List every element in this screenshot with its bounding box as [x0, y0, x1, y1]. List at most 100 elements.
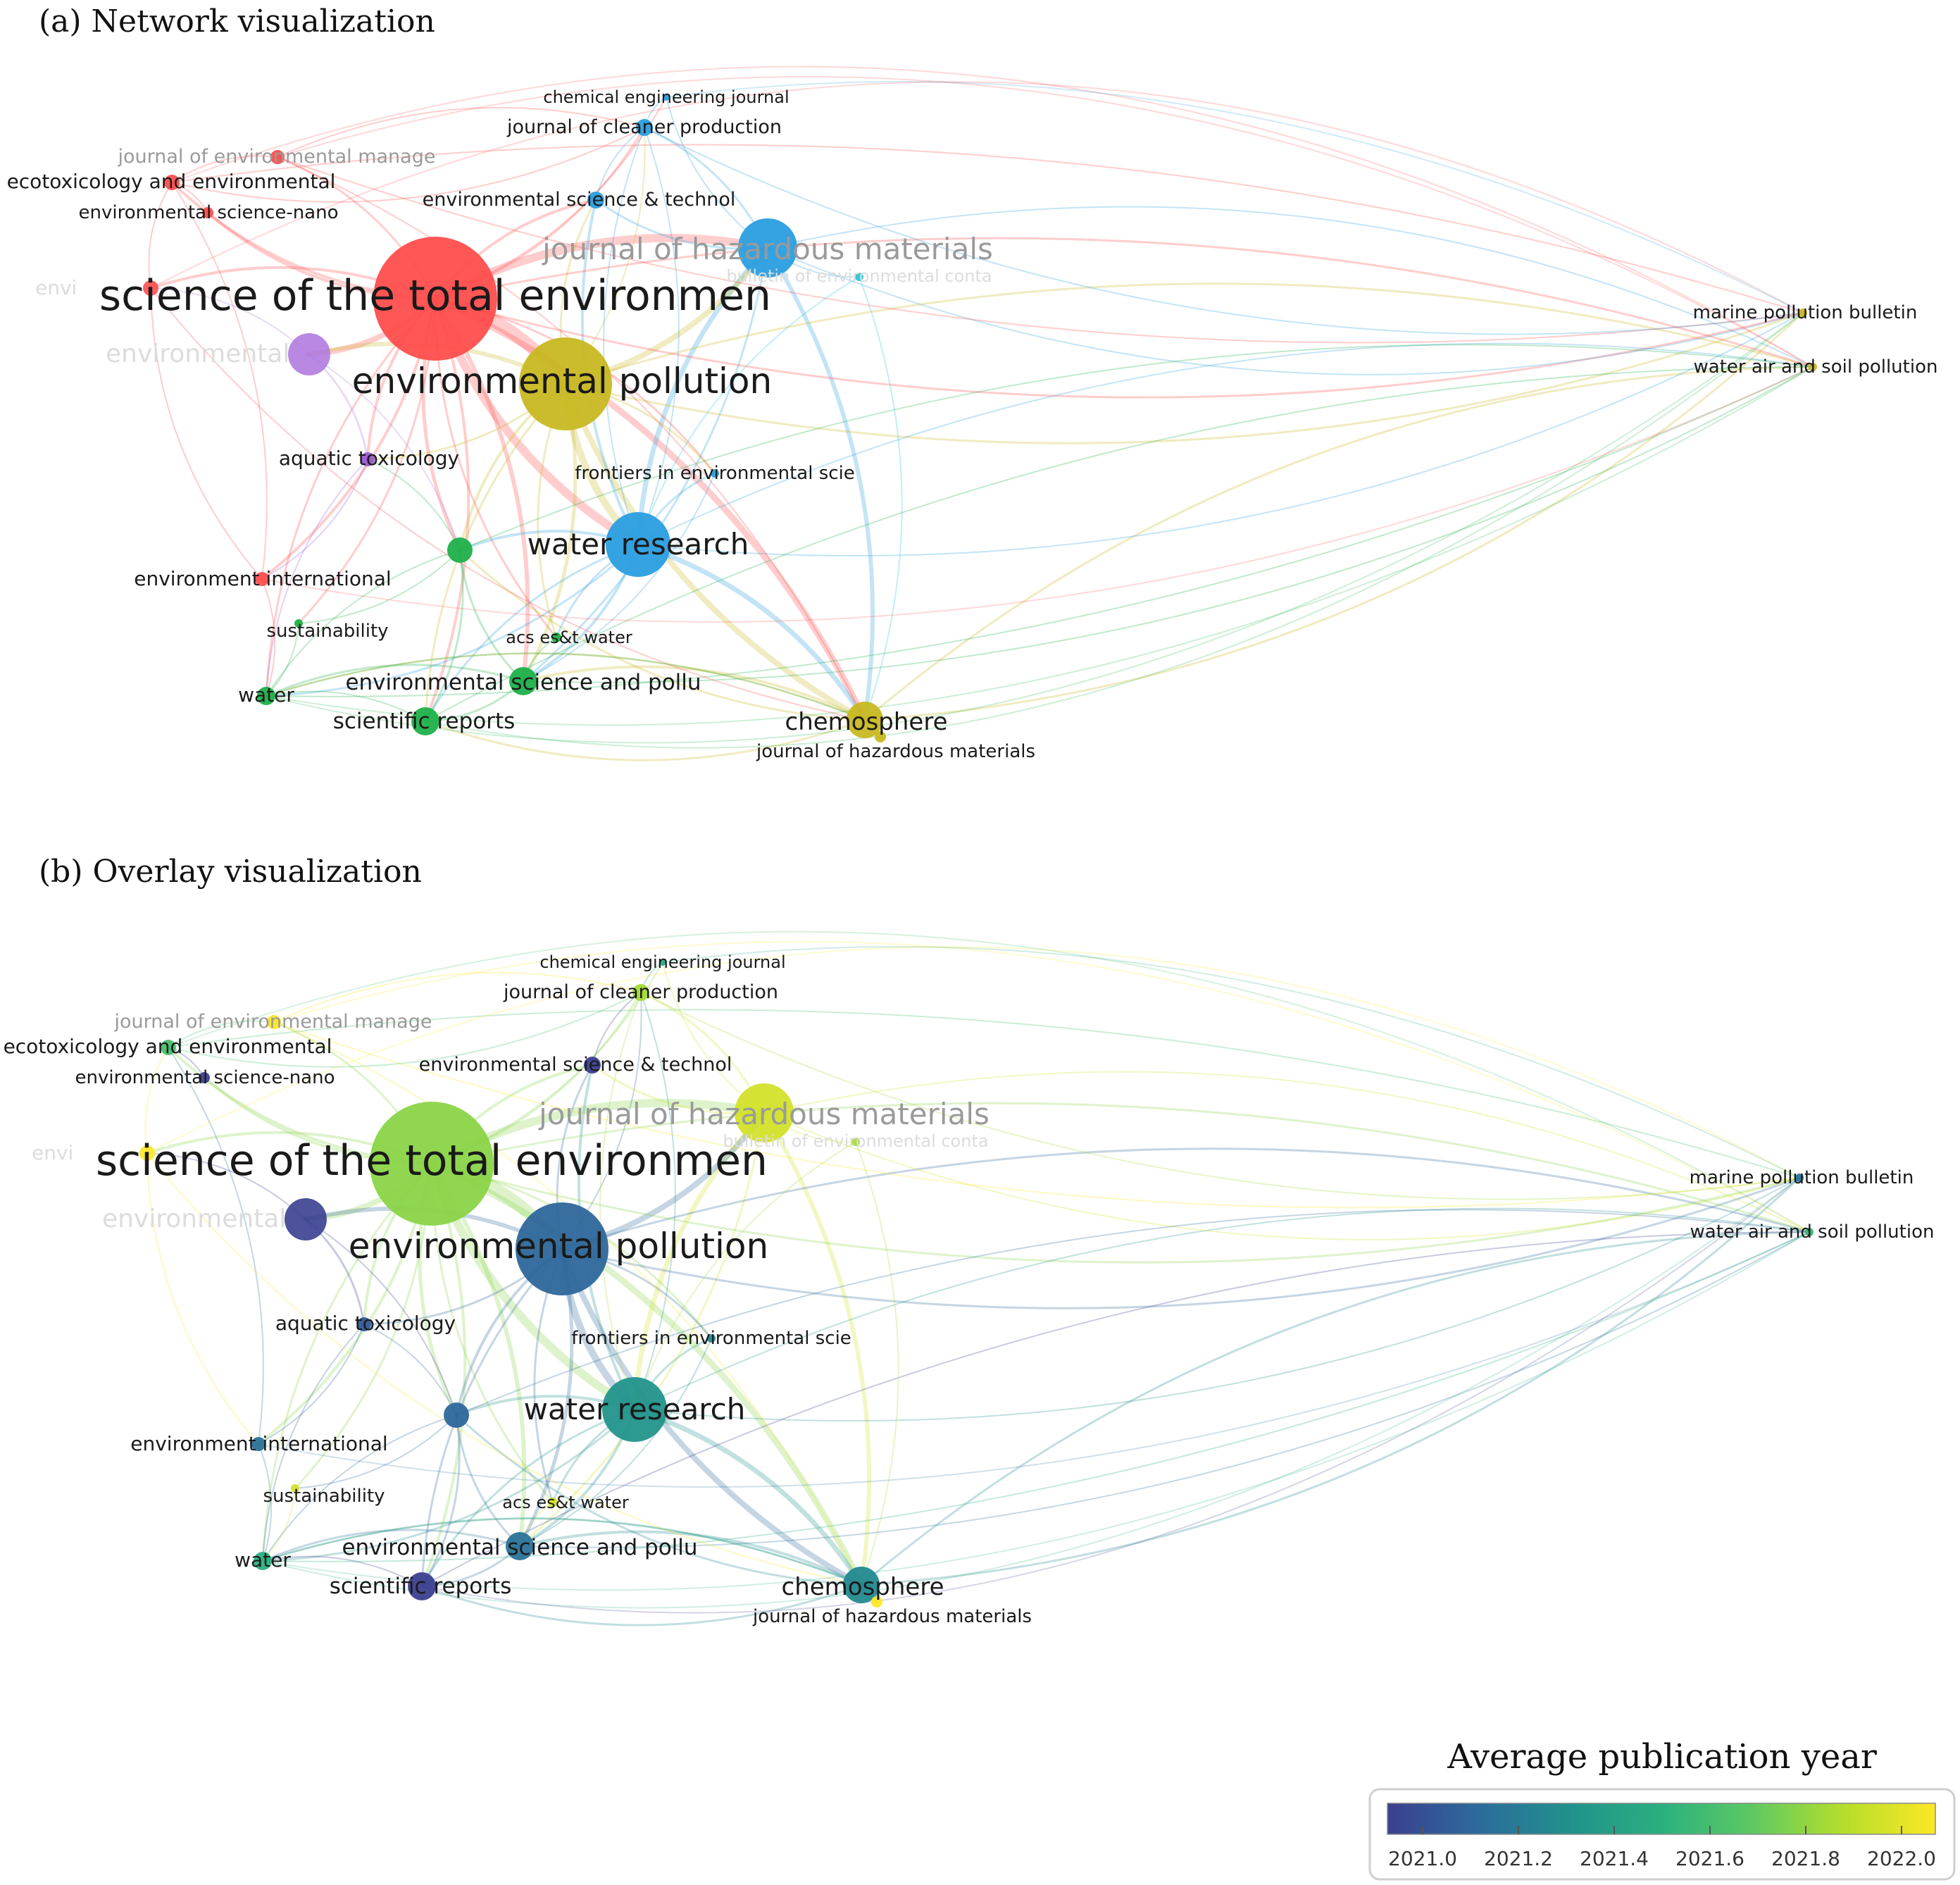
- edge-arc-water-mpb: [266, 312, 1804, 744]
- node-sust[interactable]: [291, 1484, 299, 1493]
- edge-chemo-wasp: [860, 1231, 1811, 1586]
- edge-front-espr: [519, 1338, 712, 1547]
- node-acs[interactable]: [548, 1498, 558, 1507]
- node-greennode[interactable]: [444, 1402, 469, 1428]
- edge-jhm-mpb: [767, 247, 1804, 375]
- node-chemo[interactable]: [847, 702, 883, 738]
- node-espr[interactable]: [509, 667, 537, 695]
- edges-network: [148, 66, 1814, 761]
- node-est[interactable]: [584, 1057, 601, 1074]
- label-envmental: environmental: [102, 1205, 286, 1233]
- node-scirep[interactable]: [408, 1572, 436, 1600]
- node-jhm2[interactable]: [871, 1596, 882, 1607]
- edge-jem-mpb: [273, 1021, 1800, 1209]
- node-jhm[interactable]: [735, 1083, 794, 1143]
- node-aqtox[interactable]: [361, 452, 375, 466]
- node-stoten[interactable]: [370, 1102, 494, 1226]
- edge-arc-envi-mpb: [146, 946, 1800, 1178]
- edge-envi-eco: [148, 182, 173, 289]
- node-front[interactable]: [707, 1334, 716, 1343]
- node-jcp[interactable]: [632, 984, 649, 1001]
- node-jhm[interactable]: [738, 218, 797, 278]
- node-stoten[interactable]: [373, 237, 497, 361]
- edge-bec-watres: [637, 276, 860, 545]
- edge-stoten-mpb: [430, 1162, 1801, 1264]
- node-jem[interactable]: [267, 1015, 281, 1029]
- edge-envint-eco: [168, 1047, 264, 1445]
- edge-scirep-wasp: [425, 366, 1814, 722]
- node-water[interactable]: [254, 1552, 272, 1570]
- edge-greennode-water: [266, 549, 461, 697]
- node-jem[interactable]: [270, 150, 285, 164]
- node-envint[interactable]: [251, 1437, 266, 1451]
- label-stoten: science of the total environmen: [99, 271, 771, 321]
- edge-espr-wasp: [523, 366, 1814, 683]
- edge-chemo-wasp: [863, 366, 1814, 721]
- node-espr[interactable]: [506, 1532, 534, 1560]
- node-esnano[interactable]: [199, 1072, 210, 1083]
- node-envpol[interactable]: [516, 1202, 608, 1295]
- node-envi[interactable]: [139, 1145, 155, 1161]
- overlay-visualization-panel: (b) Overlay visualization science of the…: [4, 854, 1935, 1627]
- node-cej[interactable]: [663, 94, 670, 101]
- edges-overlay: [144, 931, 1811, 1626]
- node-water[interactable]: [257, 687, 275, 705]
- label-eco: ecotoxicology and environmental: [7, 170, 336, 193]
- edge-water-wasp: [262, 1231, 1810, 1562]
- node-envi[interactable]: [143, 280, 158, 296]
- edge-jem-mpb: [277, 156, 1804, 344]
- edge-envi-envint: [150, 287, 263, 580]
- edge-jhm-espr: [522, 247, 769, 683]
- node-eco[interactable]: [161, 1040, 176, 1055]
- node-envint[interactable]: [255, 572, 269, 586]
- node-envmental[interactable]: [288, 333, 330, 375]
- node-envpol[interactable]: [519, 337, 612, 430]
- node-aqtox[interactable]: [357, 1317, 371, 1331]
- node-front[interactable]: [711, 469, 719, 478]
- edge-chemo-scirep: [420, 1584, 863, 1626]
- node-greennode[interactable]: [447, 537, 473, 563]
- node-est[interactable]: [587, 192, 604, 209]
- node-envmental[interactable]: [285, 1198, 327, 1240]
- node-acs[interactable]: [551, 633, 561, 642]
- edge-arc-scirep-mpb: [421, 1177, 1800, 1614]
- label-front: frontiers in environmental scie: [571, 1328, 851, 1349]
- edge-scirep-water: [262, 1555, 423, 1587]
- node-cej[interactable]: [659, 959, 666, 966]
- node-watres[interactable]: [606, 512, 670, 577]
- label-est: environmental science & technol: [423, 189, 736, 211]
- label-envint: environment international: [134, 567, 391, 590]
- edge-watres-water: [261, 1408, 636, 1562]
- label-aqtox: aquatic toxicology: [275, 1312, 456, 1335]
- node-esnano[interactable]: [202, 207, 213, 218]
- node-sust[interactable]: [294, 619, 303, 628]
- edge-watres-jcp: [634, 992, 676, 1410]
- edge-watres-scirep: [424, 543, 639, 723]
- node-bec[interactable]: [855, 273, 863, 281]
- edge-chemo-water: [261, 1517, 863, 1586]
- node-jhm2[interactable]: [875, 731, 886, 742]
- edge-arc-cej-mpb: [662, 946, 1800, 1178]
- node-watres[interactable]: [602, 1377, 667, 1442]
- node-eco[interactable]: [164, 175, 180, 190]
- labels-network: science of the total environmen environme…: [7, 87, 1938, 762]
- edge-arc-water-wasp: [266, 366, 1814, 726]
- node-jcp[interactable]: [636, 119, 653, 136]
- node-mpb[interactable]: [1795, 1174, 1804, 1182]
- node-mpb[interactable]: [1799, 309, 1807, 317]
- edge-watres-chemo: [635, 542, 868, 723]
- label-scirep: scientific reports: [330, 1574, 512, 1599]
- node-chemo[interactable]: [843, 1567, 880, 1603]
- edge-chemo-water: [265, 652, 866, 721]
- edge-jcp-mpb: [644, 127, 1804, 335]
- edge-water-chemo: [266, 652, 866, 721]
- edge-greennode-aqtox: [363, 1324, 457, 1416]
- label-sust: sustainability: [263, 1486, 385, 1507]
- edge-water-wasp: [266, 366, 1814, 697]
- legend-tick-label: 2021.8: [1771, 1847, 1840, 1870]
- node-scirep[interactable]: [411, 707, 439, 735]
- node-wasp[interactable]: [1805, 1228, 1814, 1236]
- node-wasp[interactable]: [1809, 363, 1817, 371]
- edge-stoten-scirep: [420, 1162, 467, 1588]
- node-bec[interactable]: [851, 1138, 860, 1146]
